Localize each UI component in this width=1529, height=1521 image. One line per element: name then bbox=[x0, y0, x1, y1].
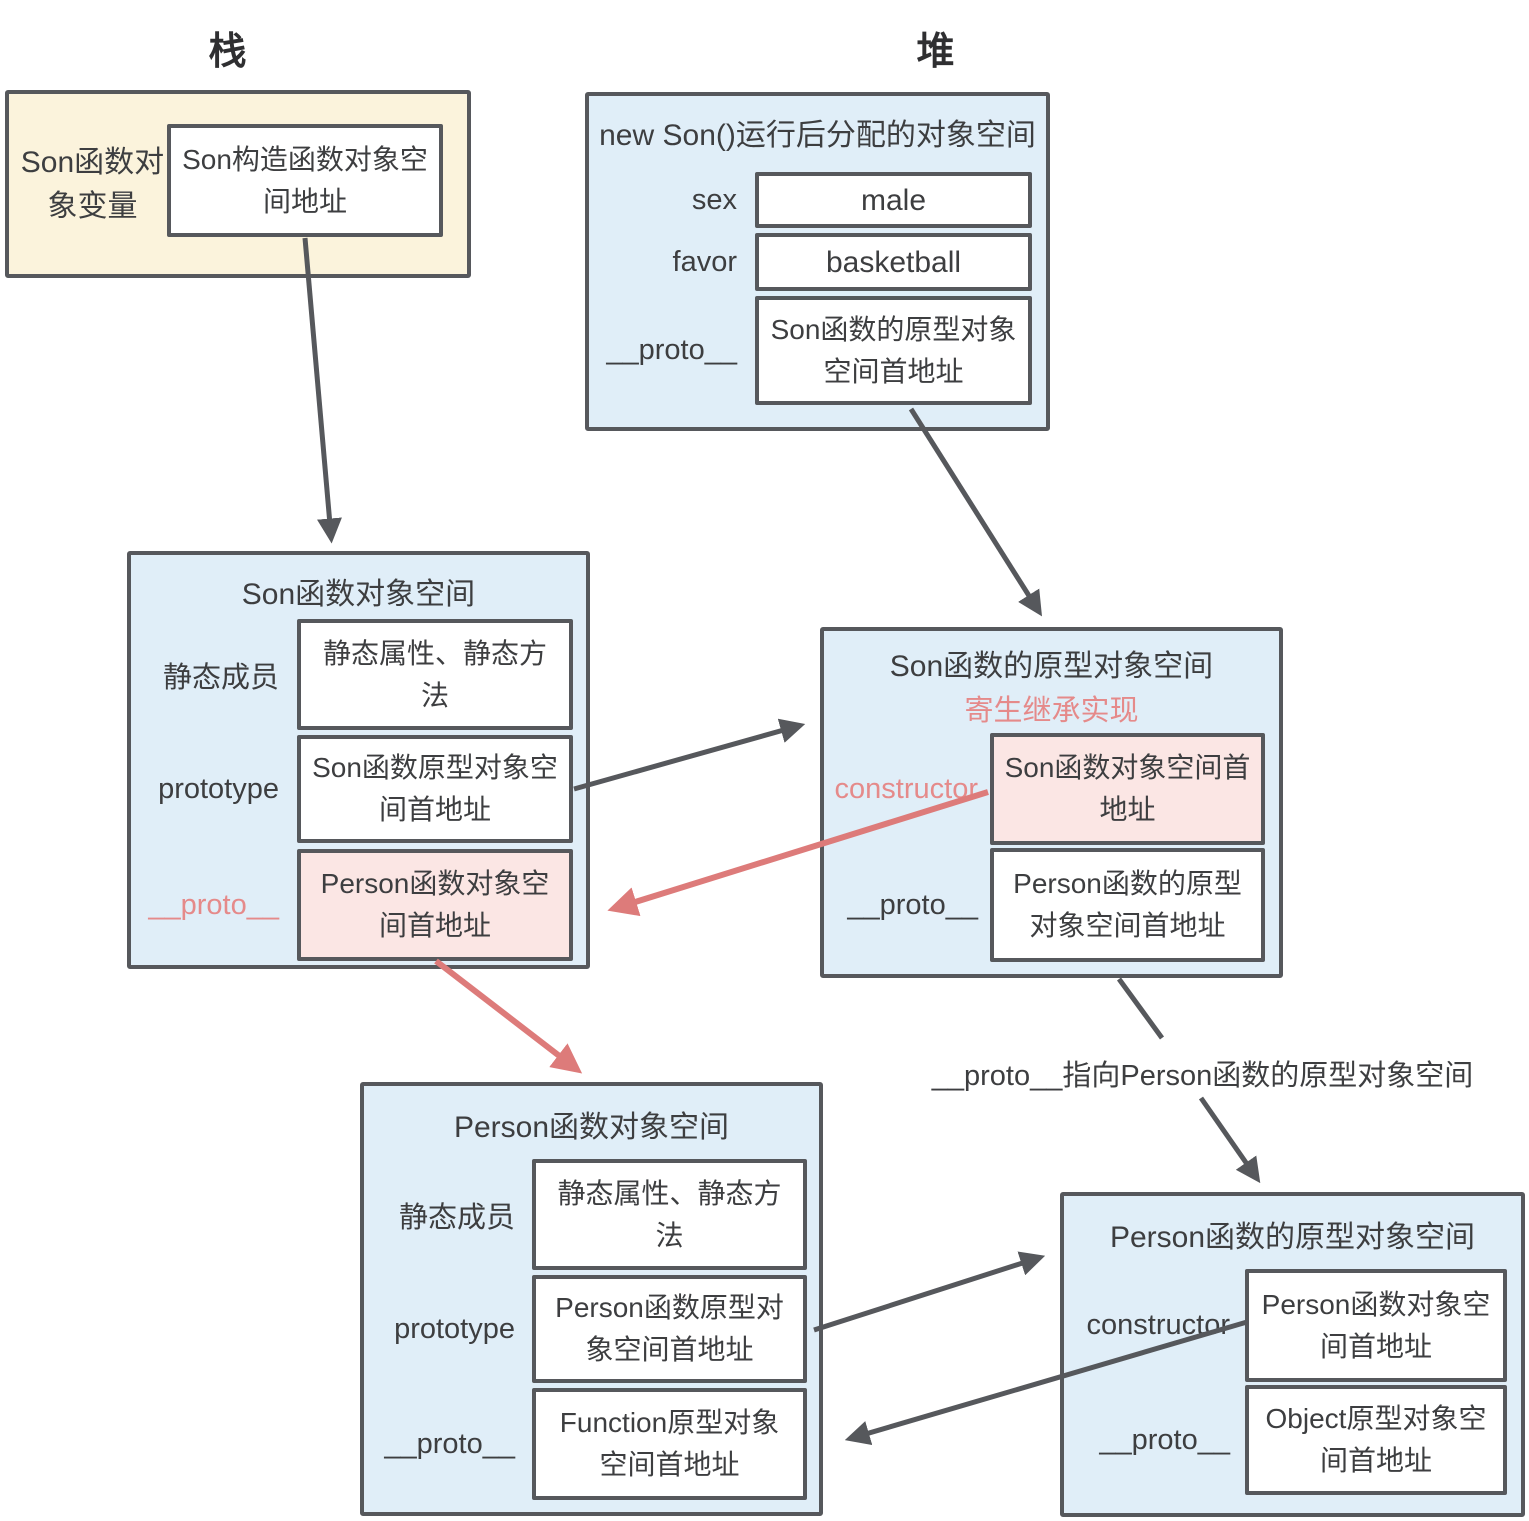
stack-variable-value: Son构造函数对象空间地址 bbox=[167, 124, 443, 237]
new-son-sex-value: male bbox=[755, 172, 1032, 228]
son-object-static-value: 静态属性、静态方法 bbox=[297, 619, 573, 730]
son-object-prototype-value: Son函数原型对象空间首地址 bbox=[297, 735, 573, 843]
son-prototype-proto-value: Person函数的原型对象空间首地址 bbox=[990, 848, 1265, 962]
son-prototype-constructor-value: Son函数对象空间首地址 bbox=[990, 733, 1265, 845]
new-son-proto-value: Son函数的原型对象空间首地址 bbox=[755, 296, 1032, 405]
person-prototype-proto-label: __proto__ bbox=[1099, 1423, 1230, 1456]
person-object-proto-label: __proto__ bbox=[384, 1427, 515, 1460]
son-object-prototype-label: prototype bbox=[158, 772, 279, 805]
heap-title: 堆 bbox=[916, 31, 955, 73]
son-prototype-subtitle: 寄生继承实现 bbox=[964, 695, 1139, 727]
person-object-prototype-label: prototype bbox=[394, 1312, 515, 1345]
proto-pointer-note: __proto__指向Person函数的原型对象空间 bbox=[931, 1060, 1474, 1092]
arrow-son-prototype-prop-to-son-prototype-box bbox=[573, 718, 806, 792]
stack-title: 栈 bbox=[208, 31, 247, 73]
new-son-sex-label: sex bbox=[691, 183, 737, 216]
arrow-person-prototype-prop-to-person-prototype-box bbox=[813, 1251, 1046, 1333]
son-object-proto-label: __proto__ bbox=[148, 888, 279, 921]
new-son-title: new Son()运行后分配的对象空间 bbox=[599, 119, 1036, 152]
arrow-son-proto-to-person-object bbox=[434, 958, 583, 1074]
stack-variable-label: Son函数对象变量 bbox=[20, 145, 165, 223]
son-prototype-title: Son函数的原型对象空间 bbox=[889, 650, 1214, 683]
arrow-note-to-person-prototype bbox=[1198, 1096, 1261, 1184]
person-object-static-label: 静态成员 bbox=[398, 1201, 515, 1234]
son-prototype-constructor-label: constructor bbox=[834, 772, 978, 805]
arrow-stackvar-to-son-object bbox=[302, 237, 342, 544]
new-son-favor-value: basketball bbox=[755, 233, 1032, 291]
son-object-static-label: 静态成员 bbox=[162, 661, 279, 694]
new-son-proto-label: __proto__ bbox=[606, 334, 737, 366]
person-object-proto-value: Function原型对象空间首地址 bbox=[532, 1388, 807, 1500]
son-prototype-proto-label: __proto__ bbox=[847, 888, 978, 921]
son-object-proto-value: Person函数对象空间首地址 bbox=[297, 849, 573, 961]
line-proto-note-upper bbox=[1116, 977, 1165, 1040]
person-prototype-title: Person函数的原型对象空间 bbox=[1109, 1221, 1476, 1254]
person-object-title: Person函数对象空间 bbox=[453, 1111, 730, 1144]
person-prototype-constructor-value: Person函数对象空间首地址 bbox=[1245, 1269, 1507, 1382]
arrow-newson-proto-to-son-prototype bbox=[908, 407, 1043, 617]
person-prototype-constructor-label: constructor bbox=[1086, 1309, 1230, 1341]
person-object-prototype-value: Person函数原型对象空间首地址 bbox=[532, 1275, 807, 1383]
son-object-title: Son函数对象空间 bbox=[241, 578, 476, 611]
person-prototype-proto-value: Object原型对象空间首地址 bbox=[1245, 1385, 1507, 1495]
person-object-static-value: 静态属性、静态方法 bbox=[532, 1159, 807, 1270]
new-son-favor-label: favor bbox=[672, 245, 737, 278]
